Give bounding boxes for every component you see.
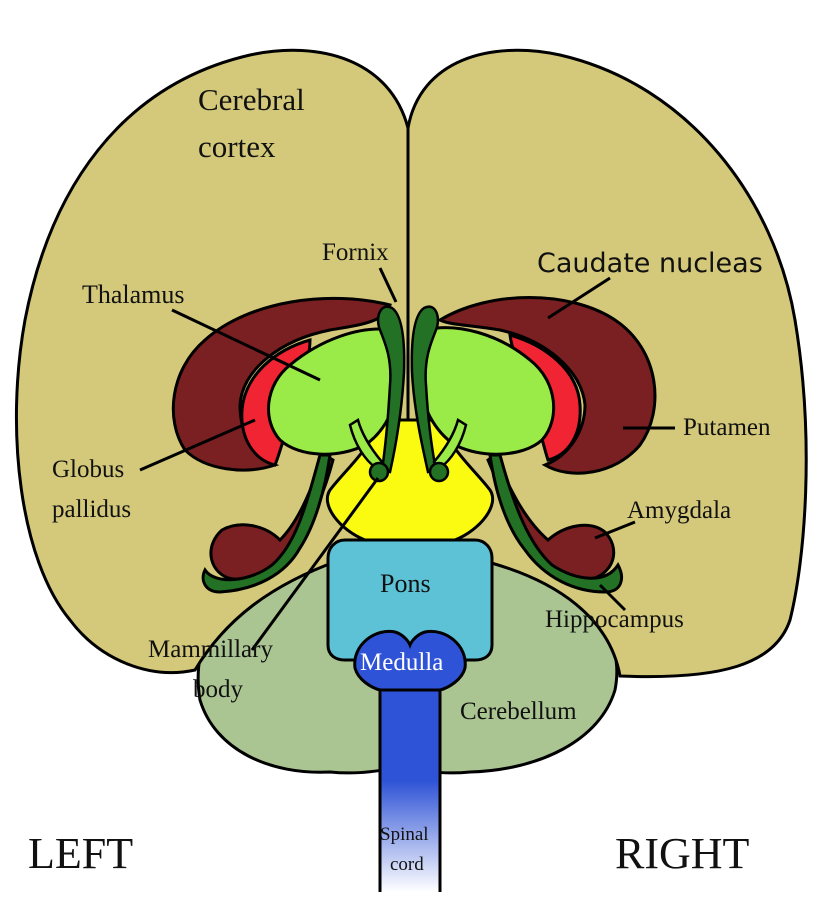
caudate-nucleus-left: [171, 296, 392, 472]
spinal-cord-label-line2: cord: [390, 854, 424, 875]
thalamus-label: Thalamus: [82, 280, 185, 309]
caudate-nucleas-label: Caudate nucleas: [537, 248, 763, 279]
fornix-label: Fornix: [322, 239, 389, 266]
medulla: [353, 629, 467, 692]
amygdala-leader: [594, 520, 636, 540]
mammillary-body-right: [428, 461, 450, 483]
fornix-left-lower: [348, 418, 384, 470]
caudate-nucleus-right: [436, 296, 657, 475]
hippocampus-leader: [598, 583, 627, 612]
cerebral-cortex-label-line2: cortex: [198, 129, 276, 164]
thalamus-leader: [171, 308, 321, 382]
left-label: LEFT: [28, 829, 133, 878]
right-label: RIGHT: [615, 829, 750, 878]
putamen-label: Putamen: [683, 414, 771, 441]
fornix-right-lower: [432, 418, 468, 470]
hippocampus-right: [488, 453, 623, 594]
amygdala-label: Amygdala: [627, 497, 731, 524]
globus-pallidus-label-line2: pallidus: [52, 496, 131, 523]
globus-pallidus-leader: [139, 418, 256, 472]
caudate-leader: [547, 276, 611, 320]
mammillary-body-left: [368, 461, 390, 483]
medulla-label: Medulla: [360, 649, 443, 676]
spinal-cord-label-line1: Spinal: [380, 824, 429, 845]
fornix-left: [376, 305, 406, 474]
fornix-right: [410, 305, 440, 474]
cerebral-cortex-label-line1: Cerebral: [198, 82, 305, 117]
hippocampus-left: [201, 453, 332, 594]
globus-pallidus-label-line1: Globus: [52, 456, 124, 483]
pons-label: Pons: [380, 569, 431, 598]
fornix-leader: [378, 267, 398, 303]
mammillary-body-label-line2: body: [193, 676, 244, 703]
hippocampus-label: Hippocampus: [545, 606, 684, 633]
cerebellum-label: Cerebellum: [460, 698, 577, 725]
mammillary-leader: [250, 477, 380, 651]
pons: [326, 538, 494, 662]
mammillary-body-label-line1: Mammillary: [148, 636, 273, 663]
spinal-cord-body: [381, 690, 439, 892]
